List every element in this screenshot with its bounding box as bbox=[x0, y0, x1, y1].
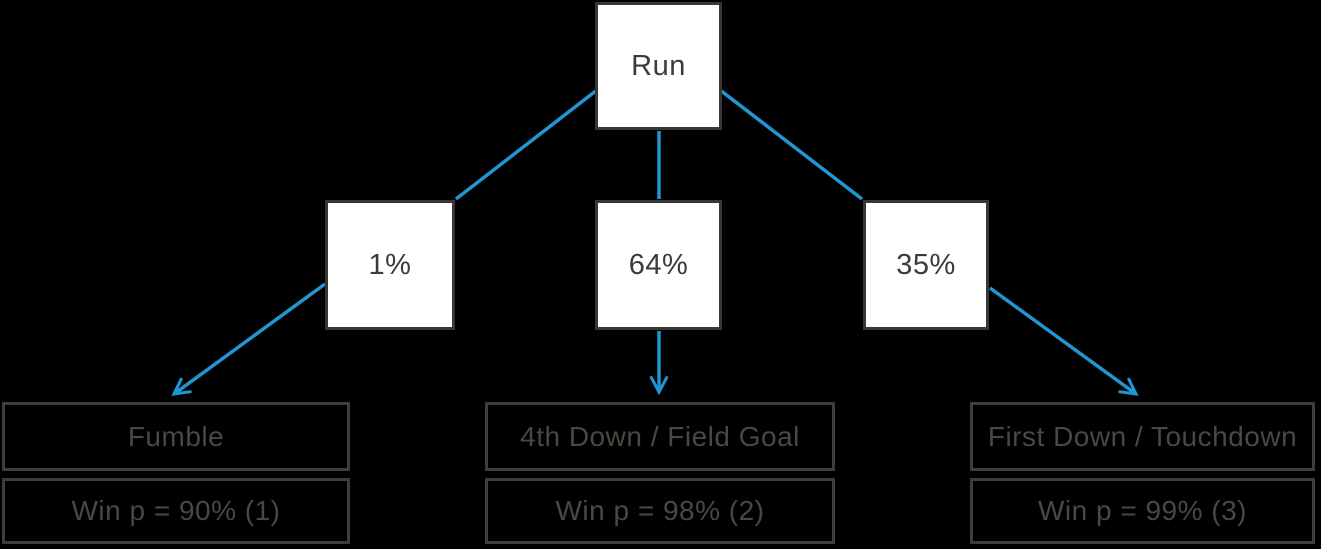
root-node-run: Run bbox=[595, 2, 722, 130]
probability-label: 64% bbox=[628, 248, 689, 281]
edge-1pct-to-fumble bbox=[174, 282, 327, 394]
probability-label: 1% bbox=[368, 248, 412, 281]
outcome-label: Fumble bbox=[127, 420, 225, 452]
edge-35pct-to-firstdown bbox=[988, 286, 1136, 394]
probability-node-first-down: 35% bbox=[863, 200, 989, 330]
win-probability-label: Win p = 90% (1) bbox=[71, 495, 281, 526]
probability-label: 35% bbox=[896, 248, 956, 281]
outcome-box-first-down: First Down / Touchdown bbox=[970, 402, 1315, 471]
outcome-label: First Down / Touchdown bbox=[987, 420, 1298, 452]
probability-node-4th-down: 64% bbox=[595, 200, 722, 330]
root-node-label: Run bbox=[631, 49, 686, 82]
win-probability-label: Win p = 98% (2) bbox=[555, 495, 765, 526]
edge-run-to-1pct bbox=[454, 88, 599, 201]
outcome-label: 4th Down / Field Goal bbox=[520, 420, 800, 452]
probability-node-fumble: 1% bbox=[325, 200, 455, 330]
win-probability-box-first-down: Win p = 99% (3) bbox=[970, 478, 1315, 544]
win-probability-box-4th-down: Win p = 98% (2) bbox=[485, 478, 835, 544]
win-probability-box-fumble: Win p = 90% (1) bbox=[2, 478, 350, 544]
outcome-box-fumble: Fumble bbox=[2, 402, 350, 471]
edge-run-to-35pct bbox=[718, 88, 864, 201]
win-probability-label: Win p = 99% (3) bbox=[1037, 495, 1248, 526]
outcome-box-4th-down: 4th Down / Field Goal bbox=[485, 402, 835, 471]
